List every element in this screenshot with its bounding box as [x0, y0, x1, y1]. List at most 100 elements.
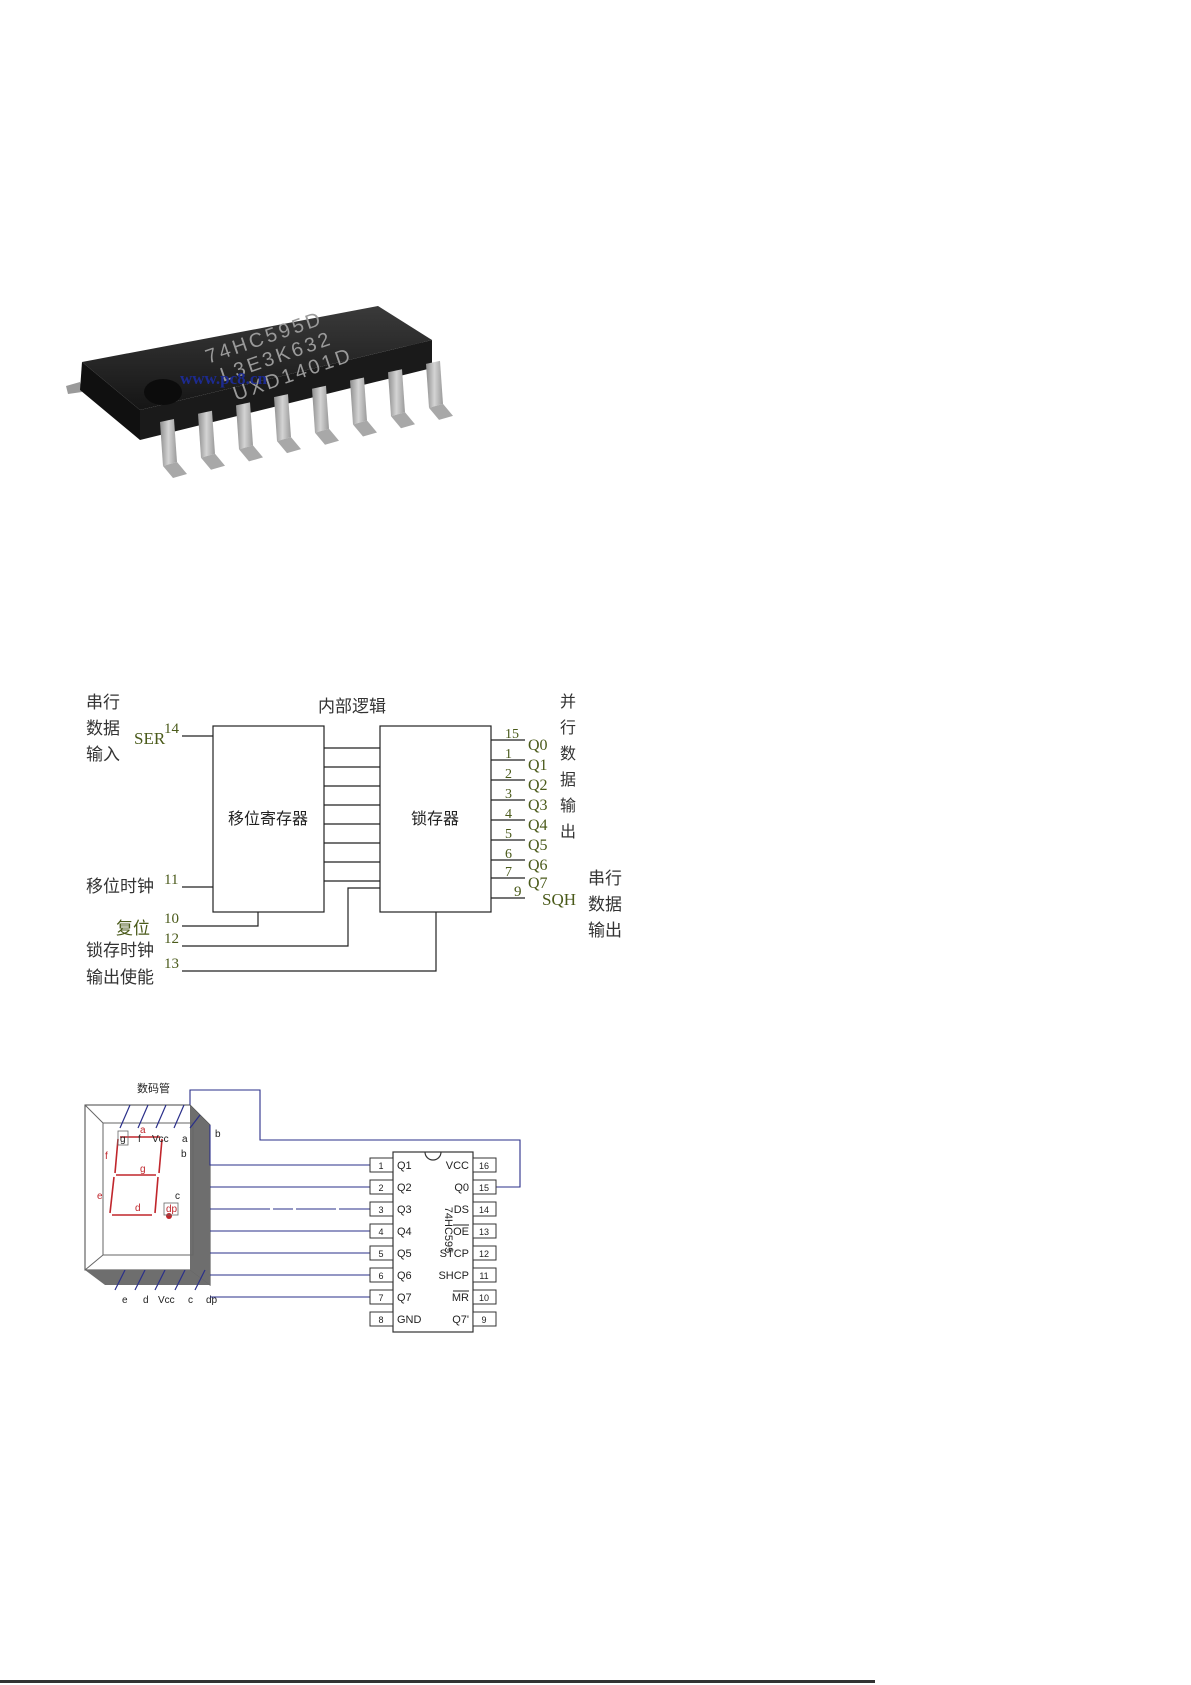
svg-text:Q5: Q5 — [397, 1248, 412, 1260]
chip-pin — [198, 410, 225, 470]
svg-text:Q0: Q0 — [454, 1182, 469, 1194]
serial-output-label-line3: 输出 — [588, 921, 622, 941]
output-name-q2: Q2 — [528, 777, 548, 794]
svg-text:Q4: Q4 — [397, 1226, 412, 1238]
output-pin-7: 7 — [505, 865, 512, 880]
svg-text:Q7': Q7' — [452, 1314, 469, 1326]
ser-pin: 14 — [164, 721, 180, 737]
chip-pin — [426, 360, 453, 420]
segment-e — [109, 1176, 115, 1214]
svg-text:OE: OE — [453, 1226, 469, 1238]
serial-input-label-line3: 输入 — [86, 745, 120, 765]
latch-clock-label: 锁存时钟 — [86, 941, 154, 961]
sqh-pin: 9 — [514, 884, 522, 900]
top-pin-g: g — [120, 1134, 126, 1145]
svg-text:12: 12 — [479, 1249, 489, 1259]
shift-clock-label: 移位时钟 — [86, 877, 154, 897]
output-pin-2: 2 — [505, 767, 512, 782]
svg-text:2: 2 — [378, 1183, 383, 1193]
parallel-output-char: 据 — [560, 770, 576, 789]
serial-output-label-line2: 数据 — [588, 895, 622, 915]
ic-pin-5: 5 Q5 — [369, 1245, 412, 1261]
shift-register-label: 移位寄存器 — [228, 809, 308, 828]
bottom-pin-vcc: Vcc — [158, 1295, 175, 1306]
output-enable-label: 输出使能 — [86, 967, 154, 988]
ic-pin-12: 12 STCP — [440, 1245, 497, 1261]
display-title: 数码管 — [137, 1081, 170, 1095]
wire-q1-b — [209, 1125, 370, 1166]
bottom-pin-e: e — [122, 1295, 128, 1306]
svg-text:11: 11 — [479, 1271, 488, 1281]
svg-text:10: 10 — [479, 1293, 489, 1303]
svg-text:Q6: Q6 — [397, 1270, 412, 1282]
svg-text:15: 15 — [479, 1183, 489, 1193]
parallel-output-char: 数 — [560, 744, 576, 763]
serial-input-label-line1: 串行 — [86, 693, 120, 713]
ser-label: SER — [134, 729, 166, 748]
chip-pin1-dot — [144, 379, 182, 405]
latch-label: 锁存器 — [411, 809, 459, 828]
output-pin-5: 5 — [505, 827, 512, 842]
chip-pin — [312, 385, 339, 445]
logic-diagram: 内部逻辑 移位寄存器 锁存器 串行 数据 输入 SER 14 移位时钟 11 复… — [86, 692, 622, 988]
segment-label-a: a — [140, 1125, 146, 1136]
wiring-diagram: 数码管 — [84, 1081, 521, 1333]
chip-marking: 74HC595D L3E3K632 UXD1401D — [203, 308, 356, 406]
svg-text:3: 3 — [378, 1205, 383, 1215]
svg-text:13: 13 — [479, 1227, 489, 1237]
bottom-pin-dp: dp — [206, 1295, 218, 1306]
output-name-q7: Q7 — [528, 875, 548, 892]
ic-name: 74HC595 — [442, 1207, 454, 1253]
shift-clock-pin: 11 — [164, 872, 178, 888]
output-enable-pin: 13 — [164, 956, 179, 972]
svg-text:5: 5 — [378, 1249, 383, 1259]
parallel-output-char: 并 — [560, 692, 576, 711]
output-pin-4: 4 — [505, 807, 512, 822]
parallel-output-char: 出 — [560, 822, 576, 841]
segment-label-c: c — [175, 1191, 180, 1202]
segment-label-dp: dp — [166, 1204, 178, 1215]
segment-b — [158, 1138, 163, 1174]
chip-watermark: www.pc8.cn — [180, 369, 267, 388]
svg-text:6: 6 — [378, 1271, 383, 1281]
ic-pin-11: 11 SHCP — [438, 1267, 497, 1283]
ic-pin-6: 6 Q6 — [369, 1267, 412, 1283]
svg-text:8: 8 — [378, 1315, 383, 1325]
segment-label-f: f — [105, 1151, 108, 1162]
wire-q0-a — [189, 1089, 521, 1188]
logic-title: 内部逻辑 — [318, 697, 386, 717]
chip-body-front — [80, 362, 140, 440]
reset-label: 复位 — [116, 919, 150, 939]
seven-segment-display: a f g e d c dp b — [84, 1104, 211, 1291]
chip-pin — [350, 377, 377, 437]
svg-text:7: 7 — [378, 1293, 383, 1303]
svg-text:Q7: Q7 — [397, 1292, 412, 1304]
serial-input-label-line2: 数据 — [86, 719, 120, 739]
output-pin-6: 6 — [505, 847, 512, 862]
output-pin-3: 3 — [505, 787, 512, 802]
output-name-q0: Q0 — [528, 737, 548, 754]
segment-label-b: b — [181, 1149, 187, 1160]
top-pin-vcc: Vcc — [152, 1134, 169, 1145]
ic-pin-4: 4 Q4 — [369, 1223, 412, 1239]
segment-label-g: g — [140, 1164, 146, 1175]
output-pin-1: 1 — [505, 747, 512, 762]
ic-pin-7: 7 Q7 — [369, 1289, 412, 1305]
svg-text:SHCP: SHCP — [438, 1270, 469, 1282]
svg-text:16: 16 — [479, 1161, 489, 1171]
page-bottom-rule — [0, 1680, 875, 1683]
chip-photo: 74HC595D L3E3K632 UXD1401D www.pc8.cn — [66, 306, 453, 478]
svg-text:STCP: STCP — [440, 1248, 469, 1260]
svg-text:1: 1 — [378, 1161, 383, 1171]
svg-text:Q3: Q3 — [397, 1204, 412, 1216]
svg-text:4: 4 — [378, 1227, 383, 1237]
top-pin-a: a — [182, 1134, 188, 1145]
